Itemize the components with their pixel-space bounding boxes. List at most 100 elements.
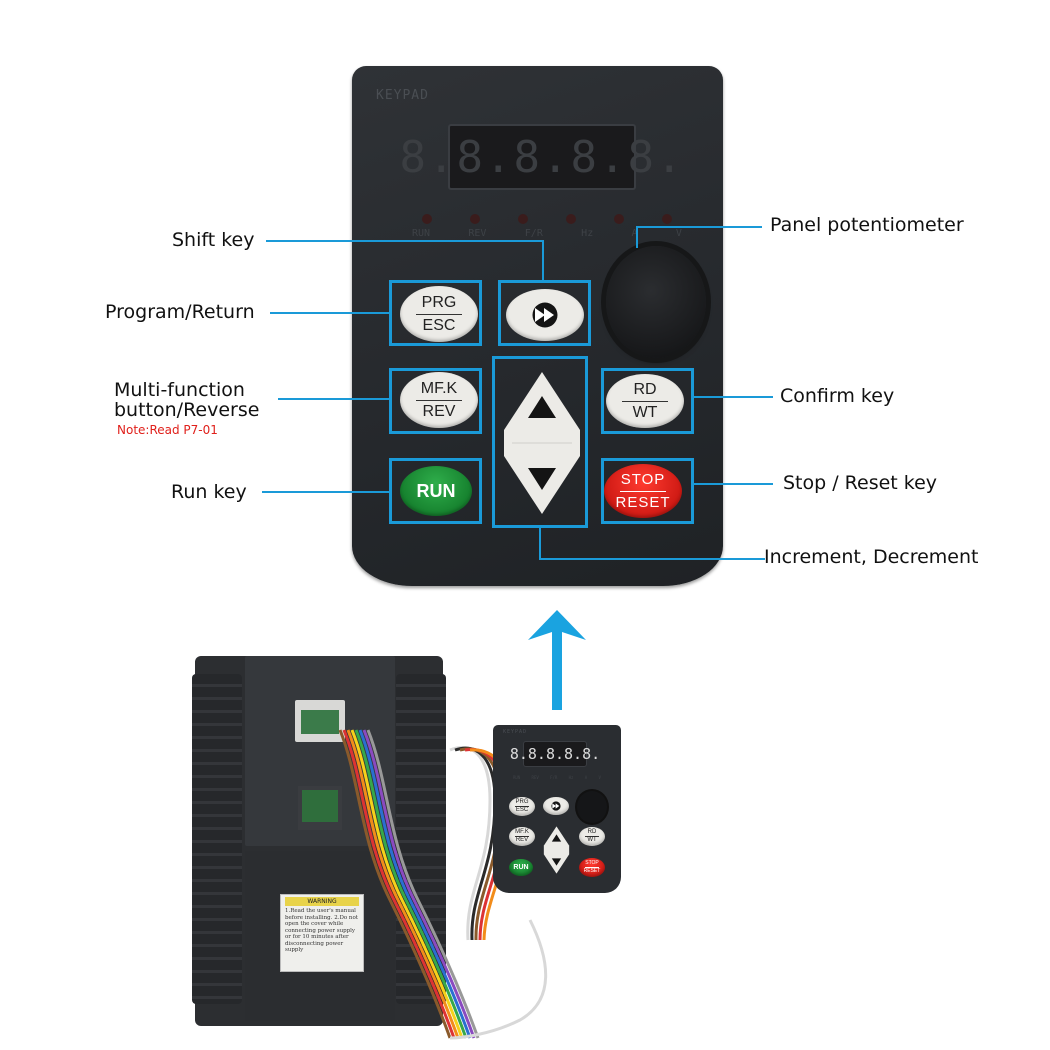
indicator-label-run: RUN (412, 228, 431, 239)
mini-wt-label: WT (587, 837, 597, 843)
indicator-led (614, 214, 624, 224)
keypad-panel: KEYPAD 8.8.8.8.8. RUN REV F/R Hz A V PRG… (352, 66, 723, 586)
rd-label: RD (633, 380, 657, 398)
terminal-pcb (302, 790, 338, 822)
mini-run-button[interactable]: RUN (509, 859, 533, 876)
up-down-button[interactable] (502, 368, 582, 518)
mini-shift-button[interactable] (543, 797, 569, 815)
callout-line-updown-drop (539, 527, 541, 559)
callout-line-pot-drop (636, 226, 638, 248)
callout-line-shift (266, 240, 544, 242)
label-multi-function-1: Multi-function (114, 379, 245, 401)
label-increment-decrement: Increment, Decrement (764, 546, 979, 568)
mini-reset-label: RESET (583, 868, 601, 874)
key-divider (585, 867, 599, 868)
arrow-down-icon[interactable] (551, 858, 562, 866)
rev-label: REV (422, 402, 456, 420)
mfk-rev-button[interactable]: MF.K REV (400, 372, 478, 428)
label-run-key: Run key (171, 481, 247, 503)
run-button[interactable]: RUN (400, 466, 472, 516)
highlight-stop-reset (601, 458, 694, 524)
prg-esc-button[interactable]: PRG ESC (400, 286, 478, 342)
led-display: 8.8.8.8.8. (400, 124, 682, 190)
keypad-socket (295, 700, 345, 742)
label-program-return: Program/Return (105, 301, 255, 323)
mini-rev-label: REV (515, 837, 529, 843)
callout-line-shift-drop (542, 240, 544, 282)
callout-line-pot (637, 226, 762, 228)
indicator-leds (422, 214, 672, 224)
keypad-brand-label: KEYPAD (376, 88, 429, 103)
mini-up-down-button[interactable] (543, 825, 570, 875)
callout-line-stop (693, 483, 773, 485)
label-confirm-key: Confirm key (780, 385, 895, 407)
rd-wt-button[interactable]: RD WT (606, 374, 684, 428)
arrow-up-icon[interactable] (551, 834, 562, 842)
key-divider (515, 806, 529, 807)
arrow-down-icon[interactable] (528, 468, 556, 490)
key-divider (622, 400, 668, 402)
stop-label: STOP (620, 470, 666, 488)
arrow-up-icon (528, 610, 586, 710)
prg-label: PRG (421, 293, 457, 311)
callout-line-prg (270, 312, 390, 314)
key-divider (416, 399, 462, 401)
mini-indicator-label: REV (531, 775, 539, 780)
label-stop-reset-key: Stop / Reset key (783, 472, 938, 494)
fast-forward-icon (532, 302, 558, 328)
display-digits: 8.8.8.8.8. (399, 131, 685, 183)
potentiometer-knob[interactable] (606, 246, 706, 358)
mini-rd-wt-button[interactable]: RD WT (579, 827, 605, 846)
indicator-led (518, 214, 528, 224)
mini-mfk-label: MF.K (515, 829, 529, 835)
mini-stop-reset-button[interactable]: STOP RESET (579, 858, 605, 877)
mini-potentiometer-knob[interactable] (577, 791, 607, 823)
key-divider (585, 836, 599, 837)
highlight-run (389, 458, 482, 524)
mini-prg-esc-button[interactable]: PRG ESC (509, 797, 535, 816)
mini-keypad-brand-label: KEYPAD (503, 729, 528, 735)
label-panel-potentiometer: Panel potentiometer (770, 214, 964, 236)
callout-line-mfk (278, 398, 390, 400)
indicator-label-rev: REV (468, 228, 487, 239)
label-shift-key: Shift key (172, 229, 255, 251)
indicator-label-v: V (675, 228, 682, 239)
mini-indicator-label: V (598, 775, 601, 780)
key-divider (515, 836, 529, 837)
callout-line-run (262, 491, 390, 493)
wt-label: WT (632, 403, 658, 421)
highlight-up-down (492, 356, 588, 528)
warning-title: WARNING (285, 897, 359, 906)
terminal-socket (298, 786, 342, 830)
inverter-body: WARNING 1.Read the user's manual before … (192, 656, 446, 1026)
ribbon-cable (338, 729, 548, 1040)
indicator-led (662, 214, 672, 224)
mini-display-digits: 8.8.8.8.8. (509, 745, 601, 763)
stop-reset-button[interactable]: STOP RESET (604, 464, 682, 518)
mini-prg-label: PRG (515, 799, 529, 805)
socket-pcb (301, 710, 339, 734)
label-multi-function-note: Note:Read P7-01 (117, 423, 218, 437)
mini-indicator-label: RUN (513, 775, 521, 780)
esc-label: ESC (422, 316, 456, 334)
key-divider (620, 490, 666, 492)
indicator-label-a: A (631, 228, 638, 239)
mfk-label: MF.K (420, 379, 458, 397)
indicator-led (422, 214, 432, 224)
arrow-up-icon[interactable] (528, 396, 556, 418)
highlight-rd-wt (601, 368, 694, 434)
highlight-mfk-rev (389, 368, 482, 434)
shift-button[interactable] (506, 289, 584, 341)
callout-line-rd (693, 396, 773, 398)
indicator-label-hz: Hz (581, 228, 594, 239)
fast-forward-icon (551, 801, 561, 811)
indicator-led (470, 214, 480, 224)
mini-esc-label: ESC (515, 807, 529, 813)
callout-line-updown (539, 558, 765, 560)
highlight-shift (498, 280, 591, 346)
mini-stop-label: STOP (585, 860, 599, 866)
mini-indicator-label: F/R (550, 775, 558, 780)
mini-mfk-rev-button[interactable]: MF.K REV (509, 827, 535, 846)
heatsink-fins-left (192, 674, 242, 1004)
mini-indicator-label: A (584, 775, 588, 780)
